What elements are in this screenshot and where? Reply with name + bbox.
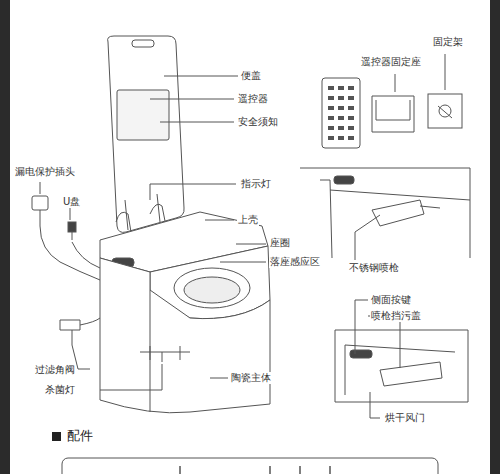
frame-bar (490, 0, 500, 474)
part-label: 侧面按键 (370, 294, 412, 306)
frame-bar (0, 0, 10, 474)
part-label: 落座感应区 (269, 256, 321, 268)
part-label: 座圈 (269, 237, 291, 249)
part-label: 指示灯 (240, 178, 272, 190)
part-label: 固定架 (432, 36, 464, 48)
section-heading: 配件 (66, 428, 94, 443)
part-label: 过滤角阀 (34, 364, 76, 376)
section-square (52, 432, 61, 441)
part-label: U盘 (62, 196, 81, 208)
part-label: 杀菌灯 (44, 384, 76, 396)
part-label: 安全须知 (237, 116, 279, 128)
part-label: 陶瓷主体 (230, 372, 272, 384)
part-label: 喷枪挡污盖 (370, 310, 422, 322)
part-label: 不锈钢喷枪 (348, 262, 400, 274)
part-label: 上壳 (237, 214, 259, 226)
part-label: 漏电保护插头 (14, 166, 76, 178)
part-label: 烘干风门 (384, 412, 426, 424)
part-label: 便盖 (240, 70, 262, 82)
part-label: 遥控器固定座 (360, 56, 422, 68)
part-label: 遥控器 (237, 93, 269, 105)
